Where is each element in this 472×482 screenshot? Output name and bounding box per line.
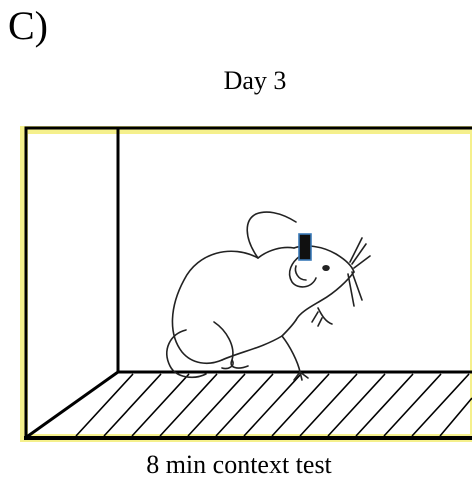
chamber-outline <box>24 126 472 440</box>
mouse-icon <box>166 211 371 381</box>
panel-label: C) <box>8 3 48 48</box>
grid-floor <box>75 373 472 437</box>
caption: 8 min context test <box>146 450 332 479</box>
head-implant-icon <box>298 233 312 261</box>
day-label: Day 3 <box>223 66 287 95</box>
